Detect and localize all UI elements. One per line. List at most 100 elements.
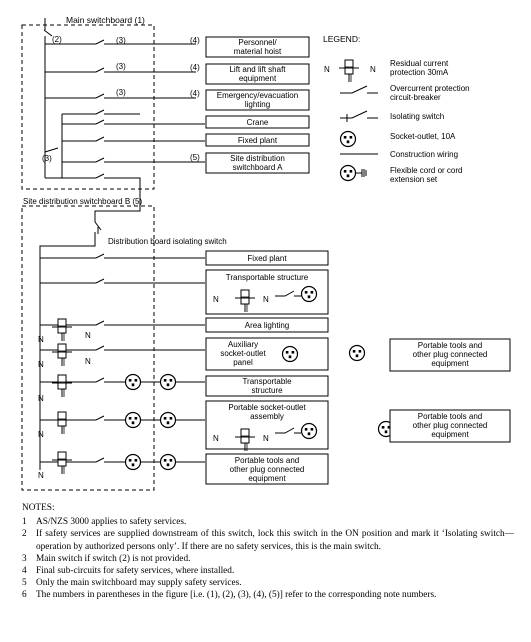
bottom-circuit-6: Portable socket-outlet assembly N N xyxy=(205,400,329,452)
box-site-board-a xyxy=(205,152,310,174)
box-auxiliary-panel xyxy=(205,337,329,371)
top-circuit-1: (4) Personnel/ material hoist xyxy=(190,36,310,58)
note-1-num: 1 xyxy=(22,517,27,528)
electrical-distribution-diagram: Main switchboard (1) (2) (3) (3) (3) (3)… xyxy=(21,15,511,491)
notes-section: NOTES: 1 AS/NZS 3000 applies to safety se… xyxy=(22,502,514,602)
n-label-10: N xyxy=(213,434,219,443)
box-auxiliary-panel-line3: panel xyxy=(233,358,253,367)
box-portable-socket-assembly-line2: assembly xyxy=(250,412,284,421)
box-portable-tools-side-1-line2: other plug connected xyxy=(413,350,488,359)
box-portable-tools-side-2-line3: equipment xyxy=(431,430,469,439)
note-5: 5 Only the main switchboard may supply sa… xyxy=(22,577,514,589)
box-personnel-hoist xyxy=(205,36,310,58)
note-5-num: 5 xyxy=(22,578,27,589)
isolating-switch-label: Distribution board isolating switch xyxy=(108,237,227,246)
circuit-breaker-symbol xyxy=(340,85,378,94)
top-circuit-4: Crane xyxy=(205,115,310,129)
n-label-3: N xyxy=(38,394,44,403)
box-portable-tools-bottom-line3: equipment xyxy=(248,474,286,483)
legend-cb-line1: Overcurrent protection xyxy=(390,84,470,93)
note-5-text: Only the main switchboard may supply saf… xyxy=(36,578,242,589)
side-circuit-1: Portable tools and other plug connected … xyxy=(348,338,511,372)
top-circuit-3: (4) Emergency/evacuation lighting xyxy=(190,89,310,111)
box-emergency-lighting xyxy=(205,89,310,111)
note-4-text: Final sub-circuits for safety services, … xyxy=(36,566,235,577)
flex-cord-2 xyxy=(159,411,177,429)
site-board-b-outline xyxy=(21,205,155,491)
box-emergency-lighting-line2: lighting xyxy=(245,100,270,109)
n-label-8: N xyxy=(213,295,219,304)
legend-n-right: N xyxy=(370,65,376,74)
bottom-circuit-5: Transportable structure xyxy=(205,375,329,397)
box-fixed-plant-bottom-line1: Fixed plant xyxy=(247,254,287,263)
box-fixed-plant-top-line1: Fixed plant xyxy=(238,136,278,145)
main-switchboard-title: Main switchboard (1) xyxy=(66,15,145,25)
n-label-9: N xyxy=(263,295,269,304)
bottom-circuit-3: Area lighting xyxy=(205,317,329,333)
legend: LEGEND: N N Residual current protection … xyxy=(323,34,470,184)
main-switchboard-outline xyxy=(21,24,155,190)
box-portable-tools-side-1 xyxy=(389,338,511,372)
box-portable-tools-side-2 xyxy=(389,409,511,443)
n-label-6: N xyxy=(85,331,91,340)
n-label-4: N xyxy=(38,430,44,439)
legend-title: LEGEND: xyxy=(323,34,360,44)
ref-isolating-bottom: (3) xyxy=(42,154,52,163)
box-lift-equipment xyxy=(205,63,310,85)
board-socket-2 xyxy=(124,411,142,429)
bottom-circuit-1: Fixed plant xyxy=(205,250,329,266)
note-1-text: AS/NZS 3000 applies to safety services. xyxy=(36,517,187,528)
socket-outlet-symbol xyxy=(339,130,357,148)
box-portable-tools-bottom-line1: Portable tools and xyxy=(235,456,300,465)
box-personnel-hoist-line2: material hoist xyxy=(234,47,282,56)
legend-isolating-line1: Isolating switch xyxy=(390,112,444,121)
legend-rcd-line2: protection 30mA xyxy=(390,68,449,77)
rcd-symbol: N N xyxy=(324,59,376,83)
note-6-text: The numbers in parentheses in the figure… xyxy=(36,590,437,601)
legend-cord-line2: extension set xyxy=(390,175,438,184)
box-fixed-plant-top xyxy=(205,133,310,147)
notes-title: NOTES: xyxy=(22,503,55,513)
ref-note-5: (5) xyxy=(190,153,200,162)
ref-note-4b: (4) xyxy=(190,63,200,72)
n-label-2: N xyxy=(38,360,44,369)
box-transportable-structure-2 xyxy=(205,375,329,397)
box-auxiliary-panel-line2: socket-outlet xyxy=(220,349,266,358)
box-portable-tools-side-2-line1: Portable tools and xyxy=(418,412,483,421)
ref-isolating-1: (3) xyxy=(116,36,126,45)
site-board-b: Site distribution switchboard B (5) Dist… xyxy=(21,197,227,491)
ref-isolating-2: (3) xyxy=(116,62,126,71)
n-label-11: N xyxy=(263,434,269,443)
box-portable-tools-side-2-line2: other plug connected xyxy=(413,421,488,430)
note-4: 4 Final sub-circuits for safety services,… xyxy=(22,565,514,577)
legend-cord-line1: Flexible cord or cord xyxy=(390,166,462,175)
flexible-cord-symbol xyxy=(339,164,367,182)
n-label-5: N xyxy=(38,471,44,480)
box-portable-tools-side-1-line3: equipment xyxy=(431,359,469,368)
bottom-circuit-2: Transportable structure N N xyxy=(205,269,329,315)
box-area-lighting-line1: Area lighting xyxy=(245,321,289,330)
rcd-board-2 xyxy=(51,343,73,367)
note-3-num: 3 xyxy=(22,553,27,564)
box-lift-equipment-line1: Lift and lift shaft xyxy=(229,65,286,74)
board-socket-3 xyxy=(124,453,142,471)
legend-socket-line1: Socket-outlet, 10A xyxy=(390,132,456,141)
note-1: 1 AS/NZS 3000 applies to safety services. xyxy=(22,516,514,528)
box-transportable-structure-2-line1: Transportable xyxy=(242,377,292,386)
ref-note-4a: (4) xyxy=(190,36,200,45)
box-fixed-plant-bottom xyxy=(205,250,329,266)
legend-cb-line2: circuit-breaker xyxy=(390,93,441,102)
box-transportable-structure-2-line2: structure xyxy=(251,386,283,395)
ref-note-4c: (4) xyxy=(190,89,200,98)
box-transportable-structure-1-line1: Transportable structure xyxy=(226,273,309,282)
rcd-board-5 xyxy=(51,451,73,475)
note-2-text: If safety services are supplied downstre… xyxy=(36,529,514,552)
bottom-circuit-4: Auxiliary socket-outlet panel xyxy=(205,337,329,371)
n-label-1: N xyxy=(38,335,44,344)
side-circuit-2: Portable tools and other plug connected … xyxy=(377,409,511,443)
note-4-num: 4 xyxy=(22,566,27,577)
legend-rcd-line1: Residual current xyxy=(390,59,449,68)
box-crane-line1: Crane xyxy=(247,118,269,127)
